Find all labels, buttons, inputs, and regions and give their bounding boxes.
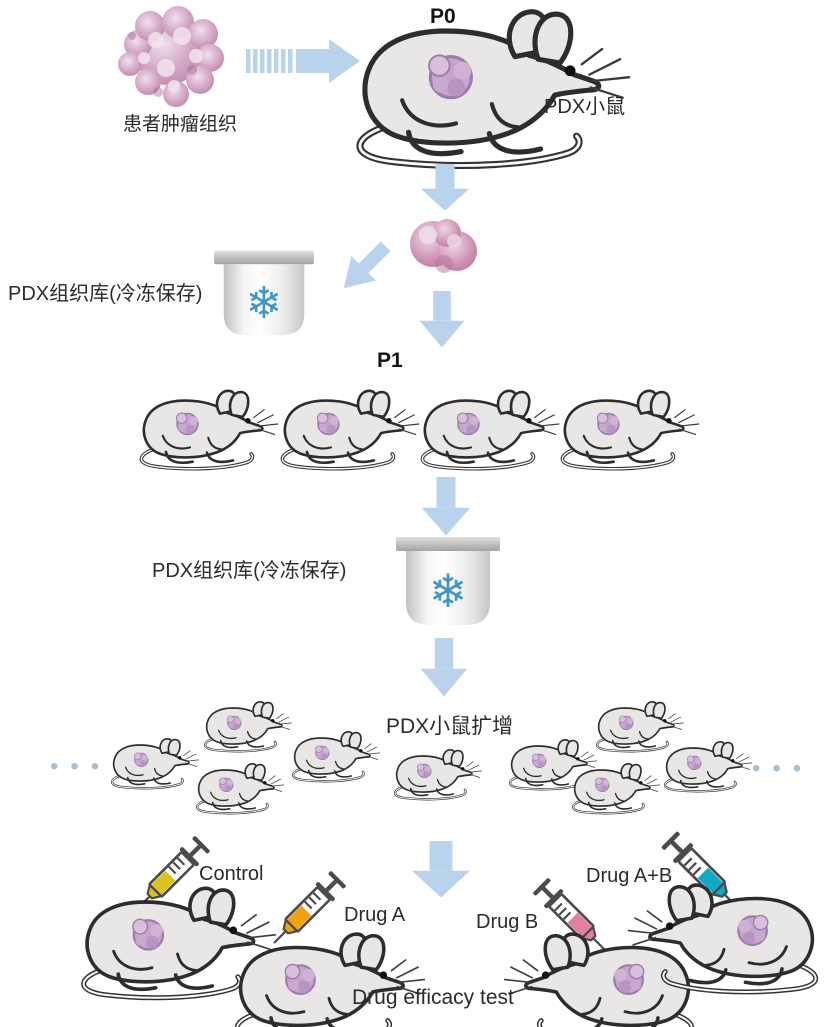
drug-ab-label: Drug A+B: [586, 865, 673, 887]
ellipsis-icon: •••: [752, 755, 814, 782]
arrow-down-icon: [412, 841, 470, 898]
pdx-mouse: [560, 389, 701, 471]
pdx-mouse: [291, 730, 381, 783]
pdx-mouse: [571, 762, 661, 815]
control-label: Control: [199, 863, 264, 885]
pdx-mouse: [203, 700, 293, 753]
pdx-mouse: [393, 748, 483, 801]
efficacy-label: Drug efficacy test: [352, 986, 514, 1009]
pdx-mouse: [663, 740, 753, 793]
drug-ab-mouse: [626, 877, 830, 1002]
tumor-fragment-image: [410, 219, 477, 273]
expansion-label: PDX小鼠扩增: [386, 715, 514, 738]
patient-tumor-image: [118, 6, 224, 107]
p0-label: P0: [430, 5, 456, 28]
arrow-diagonal-icon: [331, 233, 398, 301]
drug-b-label: Drug B: [476, 911, 539, 933]
arrow-down-icon: [420, 164, 470, 211]
freezer-vial-icon: [214, 250, 314, 336]
pdx-mouse: [280, 389, 421, 471]
drug-a-mouse: [222, 926, 427, 1027]
p0-mouse: [338, 0, 633, 180]
p1-label: P1: [377, 349, 403, 372]
drug-a-label: Drug A: [344, 904, 406, 926]
pdx-mouse: [110, 737, 200, 790]
tissue-bank-label-2: PDX组织库(冷冻保存): [152, 560, 347, 582]
pdx-mouse: [420, 389, 561, 471]
ellipsis-icon: •••: [50, 753, 112, 780]
patient-tumor-label: 患者肿瘤组织: [122, 114, 237, 135]
freezer-vial-icon: [396, 537, 500, 625]
arrow-down-icon: [419, 291, 465, 348]
pdx-mouse: [139, 389, 280, 471]
arrow-down-icon: [421, 477, 471, 536]
arrow-down-icon: [420, 638, 468, 697]
pdx-mouse-label: PDX小鼠: [544, 96, 626, 118]
tissue-bank-label-1: PDX组织库(冷冻保存): [8, 283, 203, 305]
transplant-arrow-icon: [246, 39, 360, 83]
pdx-mouse: [195, 762, 285, 815]
